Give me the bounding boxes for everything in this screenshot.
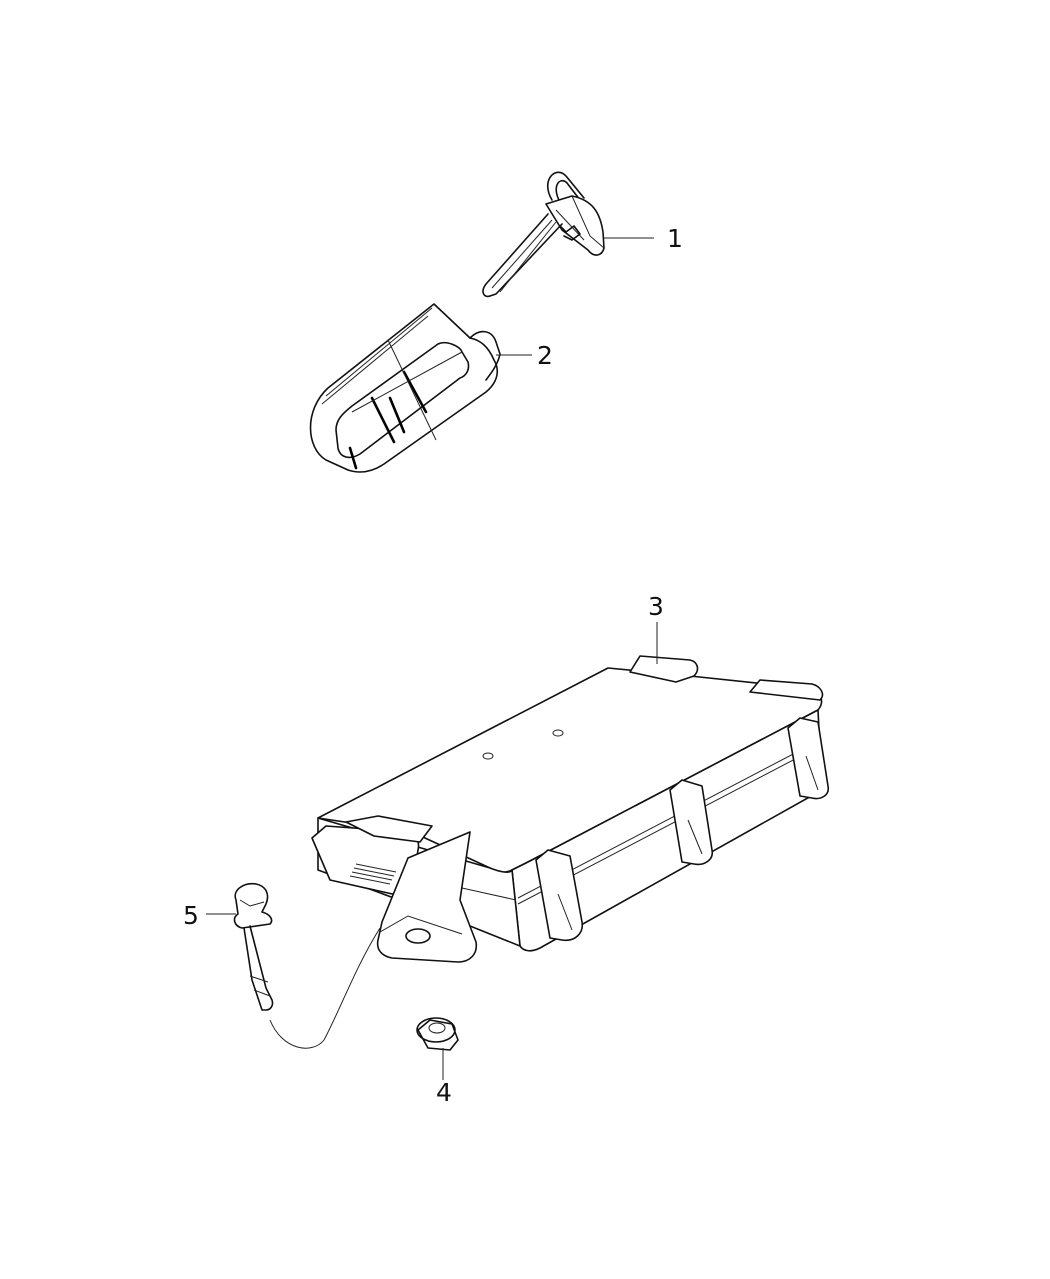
callout-number-3: 3	[648, 592, 664, 621]
callout-number-5: 5	[183, 901, 199, 930]
install-path-curve	[269, 927, 381, 1049]
callout-number-2: 2	[537, 341, 553, 370]
connector-pins	[349, 863, 397, 885]
nut-drawing	[416, 1017, 459, 1051]
callout-number-4: 4	[436, 1078, 452, 1107]
bolt-drawing	[233, 882, 274, 1011]
key-blade-drawing	[482, 171, 605, 298]
callout-number-1: 1	[667, 224, 683, 253]
key-fob-drawing	[309, 303, 501, 473]
control-module-drawing	[311, 655, 830, 963]
